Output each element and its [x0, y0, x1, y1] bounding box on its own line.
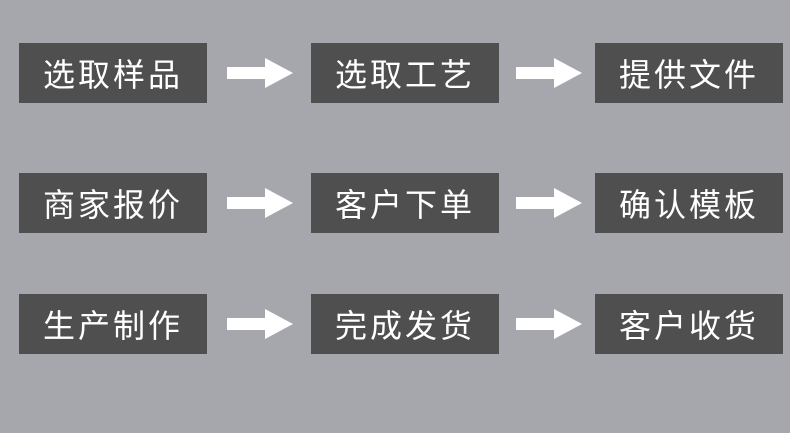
step-merchant-quote: 商家报价 [19, 173, 207, 233]
step-customer-order: 客户下单 [311, 173, 499, 233]
step-production: 生产制作 [19, 294, 207, 354]
step-shipment-complete: 完成发货 [311, 294, 499, 354]
step-provide-files: 提供文件 [595, 43, 783, 103]
step-select-process: 选取工艺 [311, 43, 499, 103]
right-arrow-icon [516, 57, 582, 89]
step-customer-receipt: 客户收货 [595, 294, 783, 354]
right-arrow-icon [227, 57, 293, 89]
step-select-sample: 选取样品 [19, 43, 207, 103]
right-arrow-icon [227, 187, 293, 219]
right-arrow-icon [516, 187, 582, 219]
step-confirm-template: 确认模板 [595, 173, 783, 233]
right-arrow-icon [516, 308, 582, 340]
right-arrow-icon [227, 308, 293, 340]
